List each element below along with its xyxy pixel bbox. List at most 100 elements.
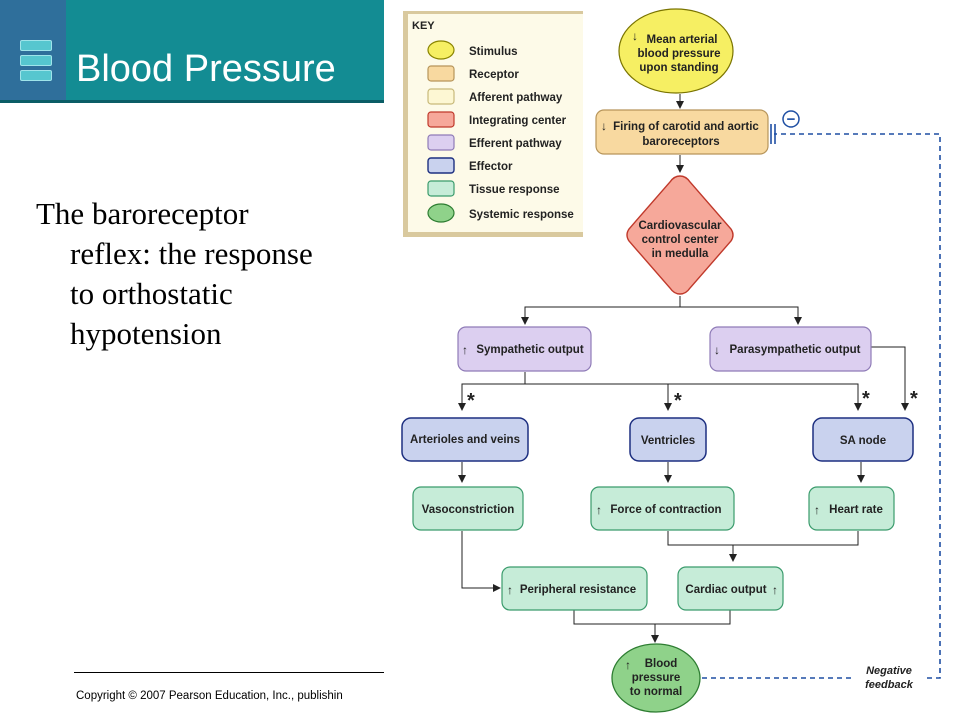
down-arrow-icon: ↓ — [632, 29, 638, 43]
body-text: The baroreceptor reflex: the response to… — [36, 194, 376, 354]
arterioles-label: Arterioles and veins — [410, 434, 520, 446]
stimulus-label: Mean arterial — [647, 34, 718, 46]
key-swatch-receptor — [427, 65, 455, 82]
body-line: The baroreceptor — [36, 196, 249, 231]
stimulus-ellipse — [618, 8, 734, 94]
arrow-sym-sanode — [668, 383, 862, 411]
up-arrow-icon: ↑ — [814, 503, 820, 517]
arterioles-node: Arterioles and veins — [401, 417, 529, 462]
force-box — [590, 486, 735, 531]
up-arrow-icon: ↑ — [625, 658, 631, 672]
cardiac-output-label: Cardiac output — [685, 584, 766, 596]
asterisk-marker: * — [910, 388, 918, 410]
negative-feedback-label: feedback — [865, 679, 914, 691]
key-swatch-efferent — [427, 134, 455, 151]
center-label: control center — [642, 234, 719, 246]
logo-bar — [20, 55, 52, 66]
sympathetic-node: ↑ Sympathetic output — [457, 326, 592, 372]
parasympathetic-box — [709, 326, 872, 372]
key-label: Systemic response — [469, 209, 574, 221]
peripheral-label: Peripheral resistance — [520, 584, 636, 596]
receptor-node: ↓ Firing of carotid and aortic barorecep… — [595, 109, 769, 155]
result-ellipse — [611, 643, 701, 713]
receptor-box — [595, 109, 769, 155]
receptor-label: baroreceptors — [642, 136, 719, 148]
key-swatch-afferent — [427, 88, 455, 105]
feedback-label-bg — [855, 662, 925, 692]
vasoconstriction-box — [412, 486, 524, 531]
logo-icon — [0, 0, 66, 100]
asterisk-marker: * — [862, 388, 870, 410]
stimulus-node: ↓ Mean arterial blood pressure upon stan… — [618, 8, 734, 94]
ventricles-box — [629, 417, 707, 462]
minus-icon — [782, 110, 800, 128]
key-label: Receptor — [469, 69, 519, 81]
arrow-center-sympathetic — [521, 296, 681, 325]
minus-sign: − — [787, 111, 796, 128]
stimulus-label: blood pressure — [637, 48, 720, 60]
up-arrow-icon: ↑ — [507, 583, 513, 597]
force-node: ↑ Force of contraction — [590, 486, 735, 531]
parasympathetic-node: ↓ Parasympathetic output — [709, 326, 872, 372]
slide-title: Blood Pressure — [76, 48, 336, 90]
key-swatch-integrating — [427, 111, 455, 128]
body-line: reflex: the response — [70, 236, 313, 271]
arterioles-box — [401, 417, 529, 462]
key-swatch-systemic — [427, 203, 455, 223]
receptor-label: Firing of carotid and aortic — [613, 121, 759, 133]
sa-node-box — [812, 417, 914, 462]
parasympathetic-label: Parasympathetic output — [730, 344, 861, 356]
connectors — [458, 94, 909, 643]
copyright-footer: Copyright © 2007 Pearson Education, Inc.… — [76, 690, 343, 702]
logo-bar — [20, 70, 52, 81]
key-label: Tissue response — [469, 184, 560, 196]
ventricles-node: Ventricles — [629, 417, 707, 462]
asterisk-marker: * — [467, 390, 475, 412]
force-label: Force of contraction — [610, 504, 721, 516]
result-node: ↑ Blood pressure to normal — [611, 643, 701, 713]
heart-rate-box — [808, 486, 895, 531]
peripheral-box — [501, 566, 648, 611]
feedback-dashed-line — [702, 133, 941, 679]
key-legend: KEY Stimulus Receptor Afferent pathway I… — [403, 11, 583, 237]
up-arrow-icon: ↑ — [772, 583, 778, 597]
footer-divider — [74, 672, 384, 673]
arrow-sym-arterioles — [458, 372, 526, 411]
negative-feedback-label: Negative — [866, 665, 912, 677]
sympathetic-box — [457, 326, 592, 372]
up-arrow-icon: ↑ — [596, 503, 602, 517]
sa-node-label: SA node — [840, 435, 886, 447]
key-label: Afferent pathway — [469, 92, 563, 104]
cardiac-output-box — [677, 566, 784, 611]
vasoconstriction-node: Vasoconstriction — [412, 486, 524, 531]
result-label: to normal — [630, 686, 682, 698]
result-label: pressure — [632, 672, 681, 684]
key-swatch-tissue — [427, 180, 455, 197]
key-swatch-effector — [427, 157, 455, 174]
result-label: Blood — [645, 658, 678, 670]
logo-bar — [20, 40, 52, 51]
down-arrow-icon: ↓ — [601, 119, 607, 133]
asterisk-marker: * — [674, 390, 682, 412]
key-label: Efferent pathway — [469, 138, 562, 150]
key-label: Effector — [469, 161, 513, 173]
ventricles-label: Ventricles — [641, 435, 695, 447]
center-label: Cardiovascular — [638, 220, 722, 232]
arrow-vaso-peripheral — [461, 531, 501, 592]
asterisks: * * * * — [467, 388, 918, 412]
heart-rate-node: ↑ Heart rate — [808, 486, 895, 531]
integrating-center-node: Cardiovascular control center in medulla — [626, 175, 734, 295]
center-label: in medulla — [652, 248, 709, 260]
key-label: Integrating center — [469, 115, 567, 127]
body-line: to orthostatic — [70, 276, 233, 311]
sa-node: SA node — [812, 417, 914, 462]
vasoconstriction-label: Vasoconstriction — [422, 504, 515, 516]
center-diamond — [626, 175, 734, 295]
sympathetic-label: Sympathetic output — [476, 344, 584, 356]
key-heading: KEY — [412, 20, 435, 32]
key-swatch-stimulus — [427, 40, 455, 60]
negative-feedback-loop: − Negative feedback — [702, 110, 941, 692]
stimulus-label: upon standing — [639, 62, 718, 74]
arrow-center-parasympathetic — [680, 306, 802, 325]
up-arrow-icon: ↑ — [462, 343, 468, 357]
